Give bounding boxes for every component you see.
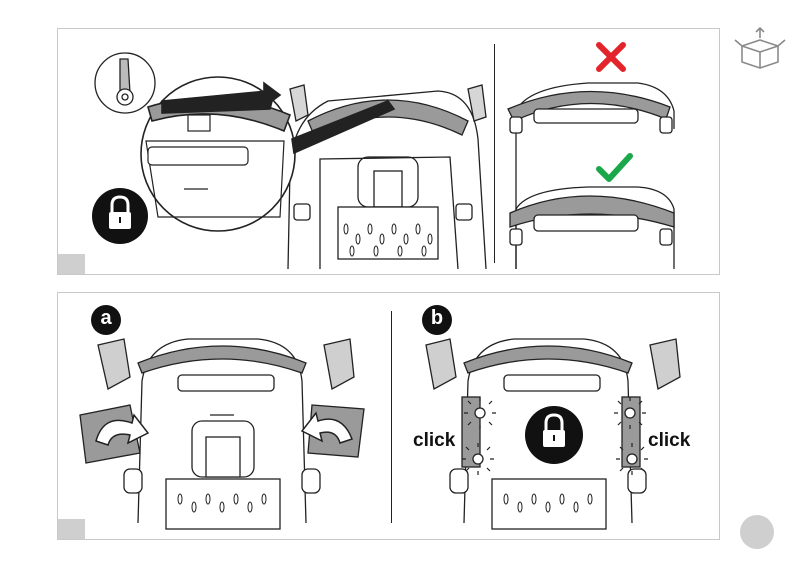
- step-panel-lock-bumper: [57, 28, 720, 275]
- click-label-left: click: [413, 430, 455, 452]
- detail-inset-small: [95, 53, 155, 113]
- padlock-icon: [92, 188, 148, 244]
- page-number-badge: [740, 515, 774, 549]
- green-check-icon: [599, 156, 630, 179]
- correct-installation-illustration: [510, 187, 674, 269]
- padlock-icon: [525, 406, 583, 464]
- wrong-installation-illustration: [508, 83, 674, 269]
- click-label-right: click: [648, 430, 690, 452]
- step-badge-b: b: [422, 305, 452, 335]
- red-cross-icon: [599, 45, 623, 69]
- step-panel-click-sides: a b click click: [57, 292, 720, 540]
- illustration-bottom: [58, 293, 721, 541]
- step-badge-a: a: [91, 305, 121, 335]
- illustration-top: [58, 29, 721, 276]
